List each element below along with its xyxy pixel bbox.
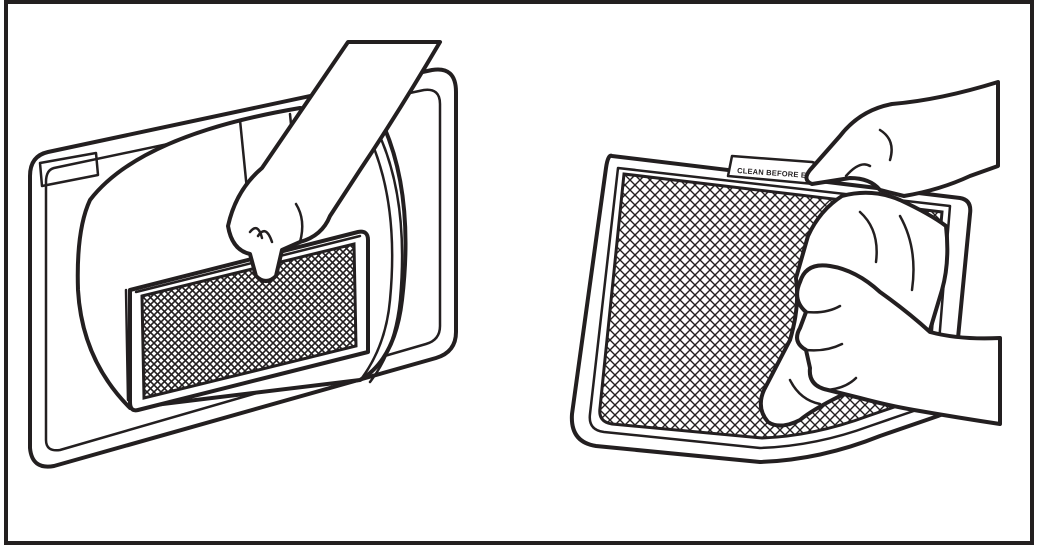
hand-holding-filter (806, 82, 998, 196)
filter-cleaning-panel: CLEAN BEFORE E (572, 82, 1000, 462)
dryer-door-panel (30, 42, 456, 467)
